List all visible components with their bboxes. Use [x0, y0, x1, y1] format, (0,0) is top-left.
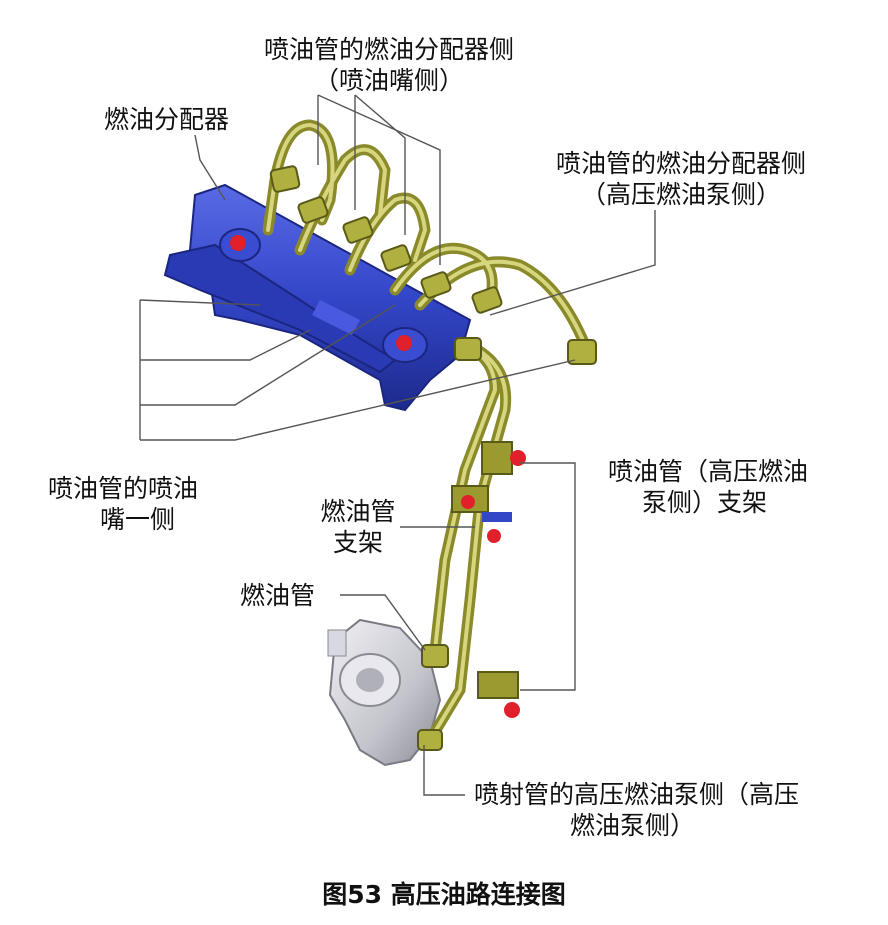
label-line: 喷油管的喷油 [48, 474, 199, 503]
rail-connector [396, 335, 412, 351]
label-line: 喷油管的燃油分配器侧 [555, 149, 806, 178]
label-injector-distributor-side: 喷油管的燃油分配器侧 （喷油嘴侧） [230, 34, 548, 96]
injector-pipes [262, 119, 591, 746]
label-line: 支架 [332, 528, 383, 557]
label-line: 嘴一侧 [100, 505, 176, 534]
rail-connector [230, 235, 246, 251]
label-fuel-pipe: 燃油管 [240, 581, 316, 610]
label-line: 泵侧）支架 [642, 488, 768, 517]
label-pipe-pump-bracket: 喷油管（高压燃油 泵侧）支架 [608, 456, 808, 518]
label-line: 喷射管的高压燃油泵侧（高压 [474, 780, 800, 809]
pipe-fittings [269, 165, 597, 751]
high-pressure-pump [327, 618, 442, 767]
label-line: 喷油管（高压燃油 [608, 457, 809, 486]
figure-caption: 图53 高压油路连接图 [322, 880, 566, 909]
label-line: 燃油泵侧） [570, 811, 696, 840]
label-fuel-distributor: 燃油分配器 [104, 105, 230, 134]
pipe-brackets [451, 441, 526, 718]
label-line: 喷油管的燃油分配器侧 [263, 35, 514, 64]
label-injector-nozzle-side: 喷油管的喷油 嘴一侧 [48, 473, 198, 535]
label-fuel-pipe-bracket: 燃油管 支架 [312, 496, 404, 558]
label-line: （高压燃油泵侧） [580, 180, 781, 209]
label-pump-distributor-side: 喷油管的燃油分配器侧 （高压燃油泵侧） [523, 148, 839, 210]
label-pump-side: 喷射管的高压燃油泵侧（高压 燃油泵侧） [474, 779, 799, 841]
label-line: （喷油嘴侧） [313, 66, 464, 95]
leader-lines [139, 94, 656, 796]
label-line: 燃油管 [320, 497, 396, 526]
